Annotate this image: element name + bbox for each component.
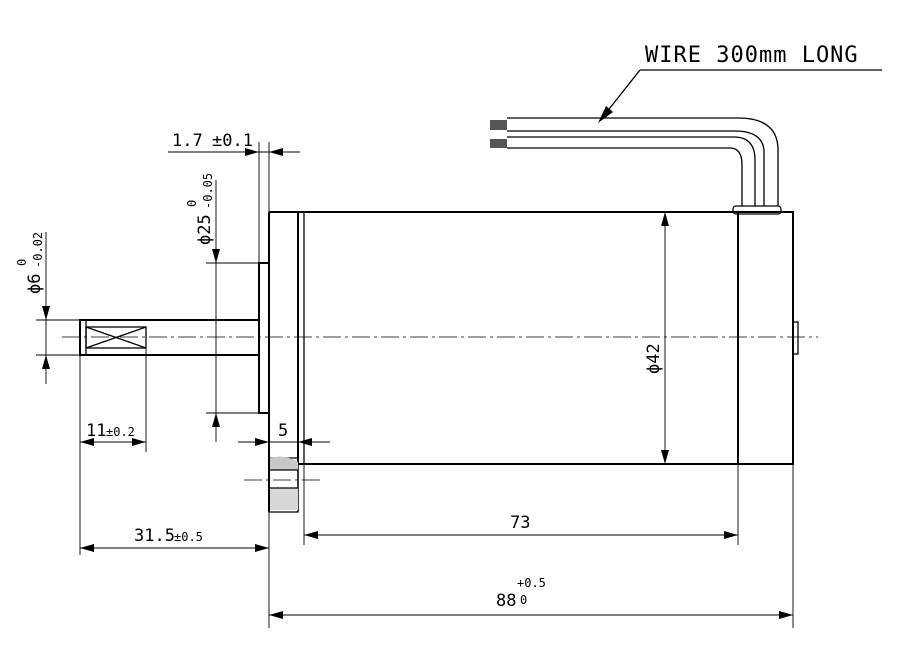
dim-pilot-diameter-upper: 0 xyxy=(185,200,199,207)
shaft-flat xyxy=(85,326,147,349)
shaft-flat-cross-b xyxy=(85,326,147,349)
dim-overall-length-lower: 0 xyxy=(520,593,527,607)
dim-shaft-diameter-lower: -0.02 xyxy=(31,232,45,268)
dim-shaft-diameter: ϕ6 0 -0.02 xyxy=(15,232,80,384)
arrow xyxy=(212,413,220,427)
arrow xyxy=(42,355,50,369)
arrow xyxy=(269,611,283,619)
mount-hole-hatch-lower xyxy=(270,488,298,510)
dim-body-diameter: ϕ42 xyxy=(644,212,669,464)
dim-overall-length-value: 88 xyxy=(496,591,516,611)
arrow xyxy=(255,438,269,446)
dim-flange-thickness-value: 1.7 xyxy=(172,131,203,151)
wire-annotation: WIRE 300mm LONG xyxy=(598,43,882,123)
dim-overall-length-upper: +0.5 xyxy=(517,576,546,590)
arrow xyxy=(304,531,318,539)
dim-flat-length-value: 11 xyxy=(86,421,106,441)
arrow xyxy=(255,544,269,552)
arrow xyxy=(80,438,94,446)
dim-overall-length: 88 +0.5 0 xyxy=(269,464,794,628)
dim-flange-thickness: 1.7 ±0.1 xyxy=(168,131,300,263)
dim-body-diameter-value: ϕ42 xyxy=(644,343,664,374)
dim-shaft-diameter-prefix: ϕ6 xyxy=(25,274,45,294)
arrow xyxy=(661,450,669,464)
arrow xyxy=(212,249,220,263)
end-cap xyxy=(737,211,794,465)
dim-flat-length-tol: ±0.2 xyxy=(106,425,135,439)
dim-shaft-length-value: 31.5 xyxy=(134,526,175,546)
arrow xyxy=(298,438,312,446)
dim-pilot-diameter-lower: -0.05 xyxy=(201,173,215,209)
arrow xyxy=(779,611,793,619)
wire-tip-lower xyxy=(490,139,507,148)
wire-upper-outer xyxy=(507,117,779,208)
lead-wires xyxy=(490,117,782,215)
arrow xyxy=(724,531,738,539)
dim-mount-thickness: 5 xyxy=(238,421,330,446)
wire-note-text: WIRE 300mm LONG xyxy=(645,43,859,68)
dim-flat-length: 11 ±0.2 xyxy=(79,348,147,555)
dim-shaft-diameter-upper: 0 xyxy=(15,259,29,266)
dim-body-length-value: 73 xyxy=(510,513,530,533)
dim-flange-thickness-tol: ±0.1 xyxy=(212,131,253,151)
shaft xyxy=(79,319,260,356)
dim-body-length: 73 xyxy=(303,464,739,545)
wire-tip-upper xyxy=(490,120,507,130)
pilot-boss xyxy=(258,262,270,414)
wire-leader-arrow xyxy=(598,106,613,123)
dim-mount-thickness-value: 5 xyxy=(278,421,288,441)
arrow xyxy=(80,544,94,552)
arrow xyxy=(245,148,259,156)
wire-lower-inner xyxy=(507,147,743,208)
dim-pilot-diameter: ϕ25 0 -0.05 xyxy=(185,173,259,442)
end-cap-boss xyxy=(792,321,799,355)
arrow xyxy=(132,438,146,446)
mount-hole-hatch xyxy=(270,456,298,470)
shaft-outline xyxy=(79,319,260,356)
dim-shaft-length: 31.5 ±0.5 xyxy=(80,512,270,628)
dim-pilot-diameter-prefix: ϕ25 xyxy=(195,214,215,245)
motor-can xyxy=(297,211,739,465)
wire-lower-outer xyxy=(507,136,756,208)
arrow xyxy=(42,306,50,320)
motor-body xyxy=(244,211,799,513)
arrow xyxy=(269,148,283,156)
arrow xyxy=(661,212,669,226)
dim-shaft-length-tol: ±0.5 xyxy=(174,530,203,544)
wire-upper-inner xyxy=(507,130,765,208)
